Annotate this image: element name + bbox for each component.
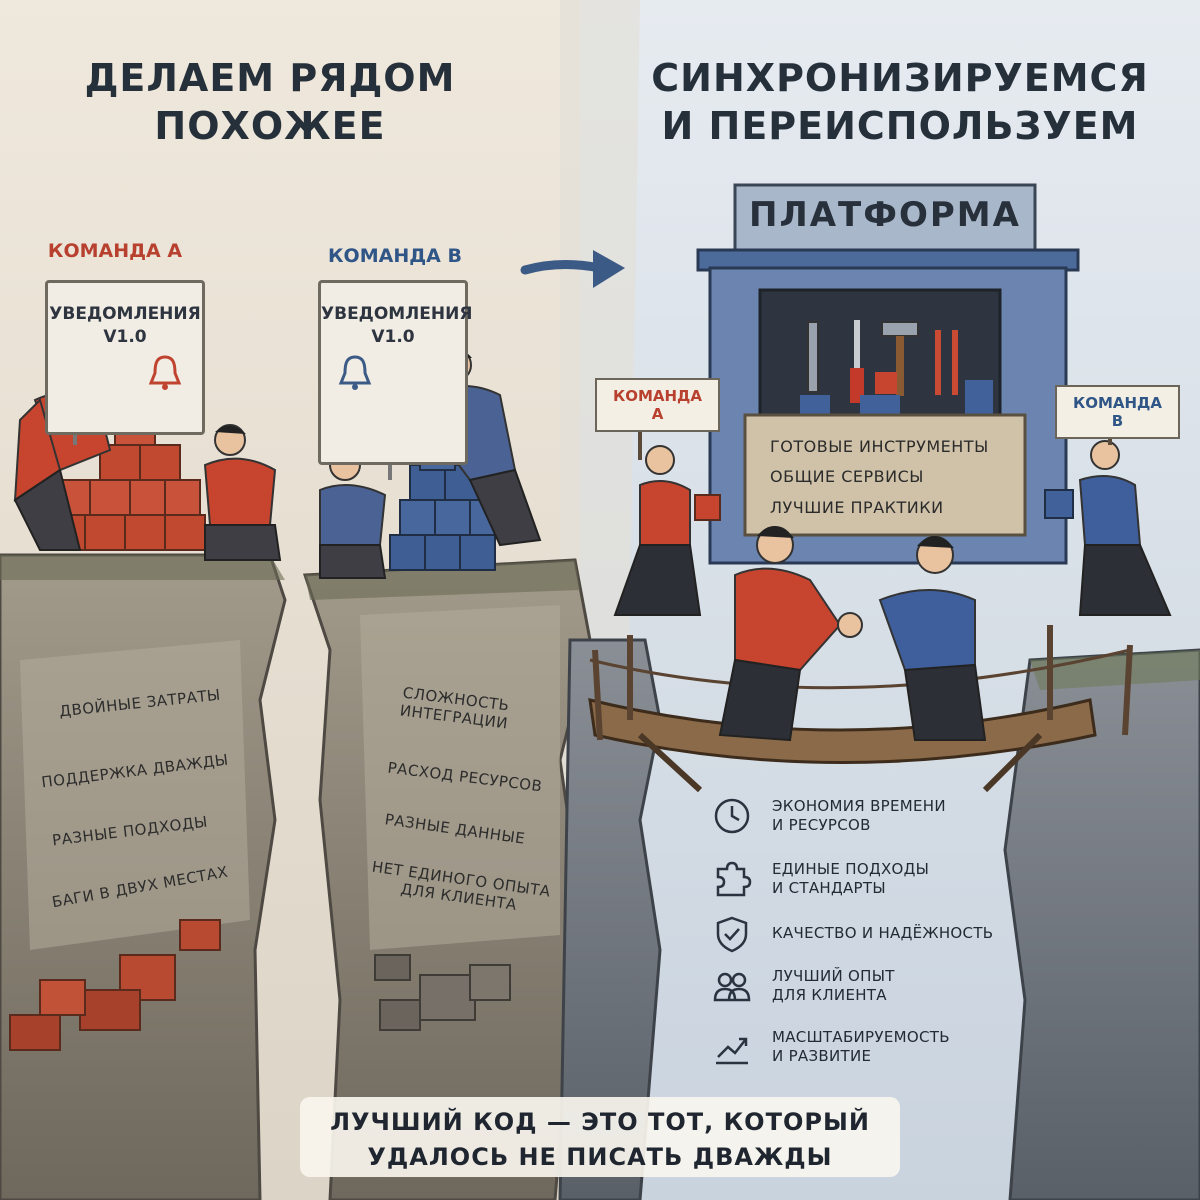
fallen-red-bricks — [9, 919, 221, 1051]
sign-team-a: УВЕДОМЛЕНИЯ V1.0 — [45, 280, 205, 435]
arrow-right-icon — [520, 259, 605, 275]
benefit-label: КАЧЕСТВО И НАДЁЖНОСТЬ — [772, 924, 994, 943]
bell-icon — [148, 355, 182, 390]
team-a-label: КОМАНДА А — [47, 240, 183, 262]
sign-team-a-text: УВЕДОМЛЕНИЯ V1.0 — [49, 304, 201, 347]
platform-building — [696, 183, 1080, 565]
benefit-label: ЕДИНЫЕ ПОДХОДЫ И СТАНДАРТЫ — [772, 859, 930, 898]
cliff-right-left — [558, 638, 662, 1200]
platform-title: ПЛАТФОРМА — [749, 195, 1021, 235]
benefit-item: ЭКОНОМИЯ ВРЕМЕНИ И РЕСУРСОВ — [710, 794, 946, 838]
benefit-label: ЛУЧШИЙ ОПЫТ ДЛЯ КЛИЕНТА — [772, 966, 895, 1005]
platform-items: ГОТОВЫЕ ИНСТРУМЕНТЫ ОБЩИЕ СЕРВИСЫ ЛУЧШИЕ… — [770, 437, 989, 517]
people-icon — [710, 964, 754, 1008]
sign-team-b: УВЕДОМЛЕНИЯ V1.0 — [318, 280, 473, 465]
sign-team-b-text: УВЕДОМЛЕНИЯ V1.0 — [321, 304, 473, 347]
left-heading: ДЕЛАЕМ РЯДОМ ПОХОЖЕЕ — [84, 56, 456, 148]
bell-icon — [338, 355, 372, 390]
cliff-right-right — [1003, 648, 1200, 1200]
benefit-item: МАСШТАБИРУЕМОСТЬ И РАЗВИТИЕ — [710, 1025, 950, 1069]
quote-text: ЛУЧШИЙ КОД — ЭТО ТОТ, КОТОРЫЙ УДАЛОСЬ НЕ… — [330, 1108, 870, 1171]
team-a-worker-kneeling — [203, 424, 282, 561]
platform-walker-blue — [1044, 440, 1172, 616]
benefit-label: МАСШТАБИРУЕМОСТЬ И РАЗВИТИЕ — [772, 1027, 950, 1066]
shield-check-icon — [710, 912, 754, 956]
fallen-grey-rocks — [374, 954, 511, 1031]
team-b-label: КОМАНДА В — [328, 245, 462, 267]
handshake-person-blue — [878, 535, 987, 741]
right-heading: СИНХРОНИЗИРУЕМСЯ И ПЕРЕИСПОЛЬЗУЕМ — [651, 56, 1149, 148]
benefit-item: ЕДИНЫЕ ПОДХОДЫ И СТАНДАРТЫ — [710, 857, 929, 901]
benefit-item: КАЧЕСТВО И НАДЁЖНОСТЬ — [710, 912, 993, 956]
puzzle-icon — [710, 857, 754, 901]
growth-chart-icon — [710, 1025, 754, 1069]
benefit-label: ЭКОНОМИЯ ВРЕМЕНИ И РЕСУРСОВ — [772, 796, 946, 835]
clock-icon — [710, 794, 754, 838]
quote-banner — [300, 1097, 900, 1177]
tag-team-a: КОМАНДА А — [595, 378, 720, 432]
handshake-person-red — [718, 525, 842, 742]
platform-walker-red — [613, 445, 721, 616]
handshake-hands — [837, 612, 863, 638]
benefit-item: ЛУЧШИЙ ОПЫТ ДЛЯ КЛИЕНТА — [710, 964, 895, 1008]
tag-team-b: КОМАНДА В — [1055, 385, 1180, 439]
